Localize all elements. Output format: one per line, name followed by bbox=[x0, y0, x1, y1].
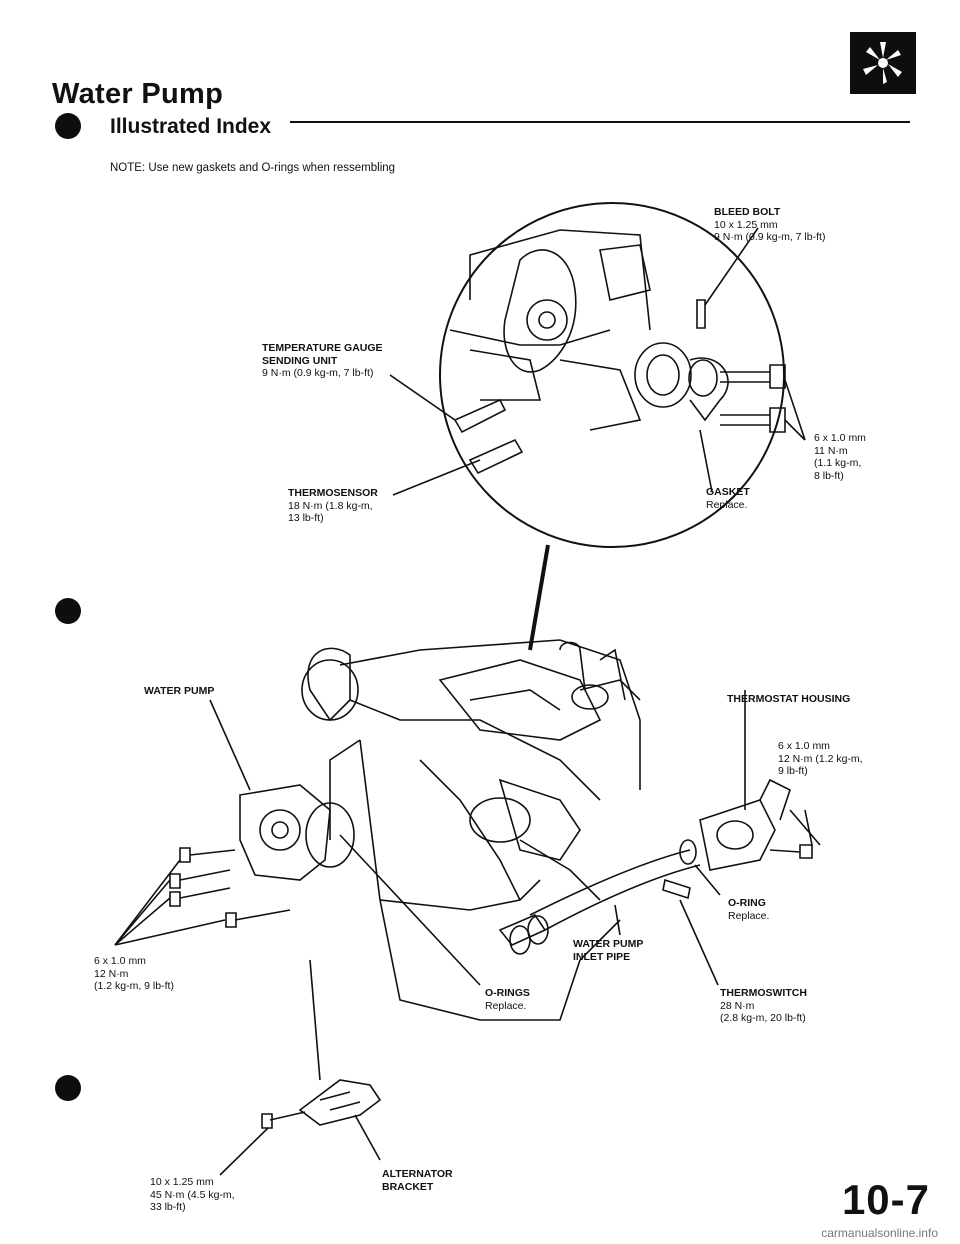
cooling-fan-icon bbox=[850, 32, 916, 94]
bolt-6x1-11nm-label: 6 x 1.0 mm 11 N·m (1.1 kg-m, 8 lb-ft) bbox=[814, 432, 866, 482]
bleed-bolt-label: BLEED BOLT 10 x 1.25 mm 9 N·m (0.9 kg-m,… bbox=[714, 206, 826, 243]
water-pump-label: WATER PUMP bbox=[144, 685, 215, 697]
header-rule bbox=[290, 121, 910, 123]
page-number: 10-7 bbox=[841, 1176, 930, 1223]
thermostat-housing-label: THERMOSTAT HOUSING bbox=[727, 693, 851, 705]
bolt-10x125-label: 10 x 1.25 mm 45 N·m (4.5 kg-m, 33 lb-ft) bbox=[150, 1176, 235, 1213]
page-title: Water Pump bbox=[52, 78, 224, 110]
bolt-6x1-12nm-right-label: 6 x 1.0 mm 12 N·m (1.2 kg-m, 9 lb-ft) bbox=[778, 740, 863, 777]
alternator-bracket-label: ALTERNATOR BRACKET bbox=[382, 1168, 453, 1193]
o-rings-label: O-RINGS Replace. bbox=[485, 987, 530, 1012]
watermark: carmanualsonline.info bbox=[821, 1226, 938, 1240]
gasket-label: GASKET Replace. bbox=[706, 486, 750, 511]
bullet-dot-1 bbox=[55, 113, 81, 139]
section-subtitle: Illustrated Index bbox=[110, 115, 272, 138]
bolt-6x1-12nm-left-label: 6 x 1.0 mm 12 N·m (1.2 kg-m, 9 lb-ft) bbox=[94, 955, 174, 992]
inlet-pipe-label: WATER PUMP INLET PIPE bbox=[573, 938, 644, 963]
bullet-dot-2 bbox=[55, 598, 81, 624]
thermosensor-label: THERMOSENSOR 18 N·m (1.8 kg-m, 13 lb-ft) bbox=[288, 487, 378, 524]
o-ring-label: O-RING Replace. bbox=[728, 897, 770, 922]
note-text: NOTE: Use new gaskets and O-rings when r… bbox=[110, 162, 396, 174]
thermoswitch-label: THERMOSWITCH 28 N·m (2.8 kg-m, 20 lb-ft) bbox=[720, 987, 807, 1024]
temperature-gauge-label: TEMPERATURE GAUGE SENDING UNIT 9 N·m (0.… bbox=[262, 342, 383, 379]
bullet-dot-3 bbox=[55, 1075, 81, 1101]
